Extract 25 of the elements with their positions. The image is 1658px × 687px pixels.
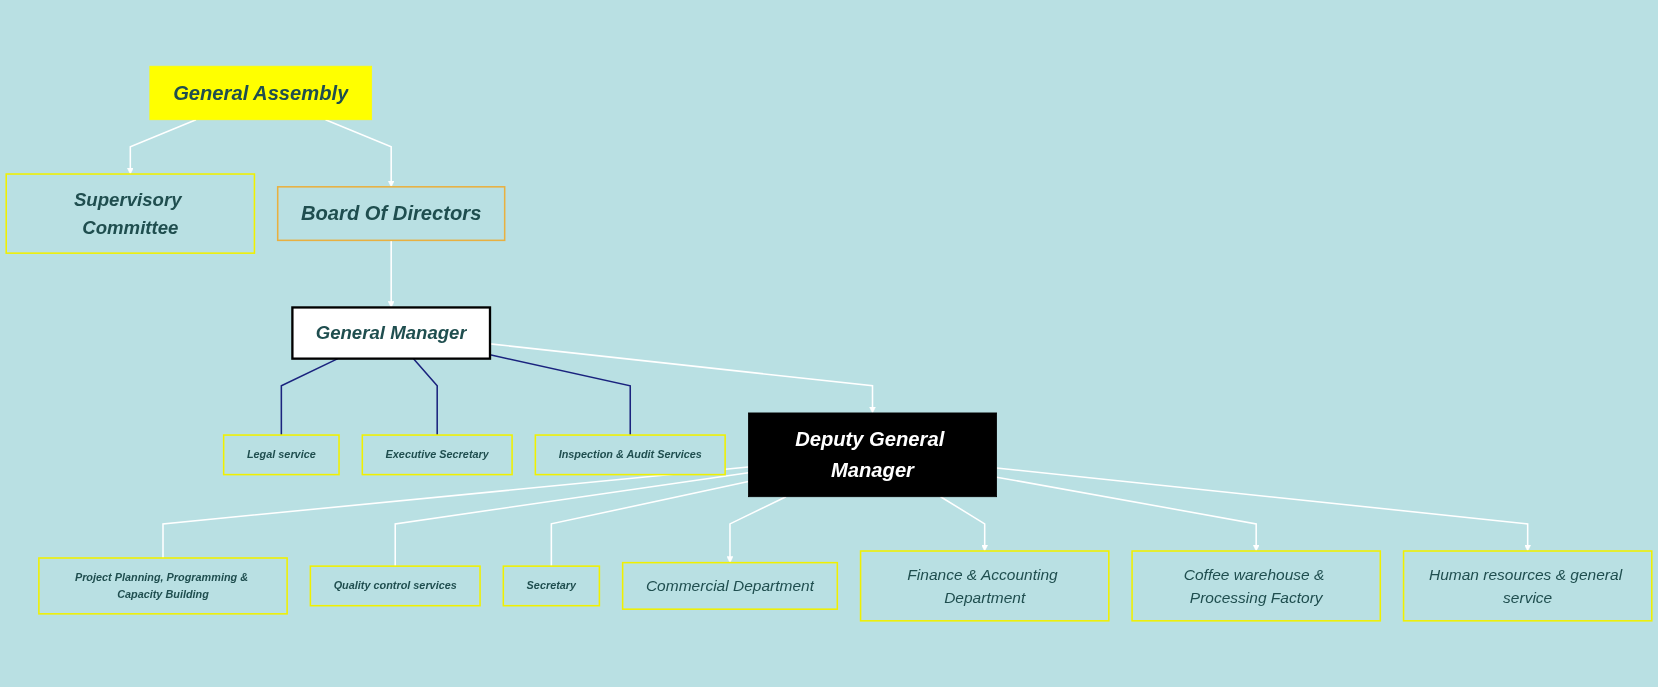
connector: [394, 472, 750, 567]
node-box: Legal service: [222, 434, 340, 476]
node-box: Board Of Directors: [276, 186, 506, 242]
connector: [162, 466, 750, 559]
node-box: Executive Secretary: [361, 434, 513, 476]
connector: [550, 480, 750, 567]
arrow: [324, 118, 395, 188]
node-box: Supervisory Committee: [5, 173, 256, 254]
node-box: Secretary: [502, 565, 601, 607]
node-box: Inspection & Audit Services: [534, 434, 726, 476]
arrow: [995, 476, 1260, 552]
node-box: Coffee warehouse & Processing Factory: [1131, 550, 1382, 622]
node-box: Human resources & general service: [1402, 550, 1653, 622]
arrow: [126, 118, 197, 175]
node-box: Quality control services: [309, 565, 481, 607]
node-box: General Assembly: [149, 65, 373, 121]
node-box: Commercial Department: [621, 561, 839, 610]
node-box: Finance & Accounting Department: [859, 550, 1110, 622]
node-box: Project Planning, Programming & Capacity Building: [38, 557, 288, 615]
arrow: [939, 495, 989, 552]
node-box: General Manager: [291, 306, 492, 360]
arrow: [726, 495, 787, 563]
node-box: Deputy General Manager: [748, 412, 997, 498]
arrow: [995, 467, 1532, 552]
arrow: [387, 239, 395, 308]
